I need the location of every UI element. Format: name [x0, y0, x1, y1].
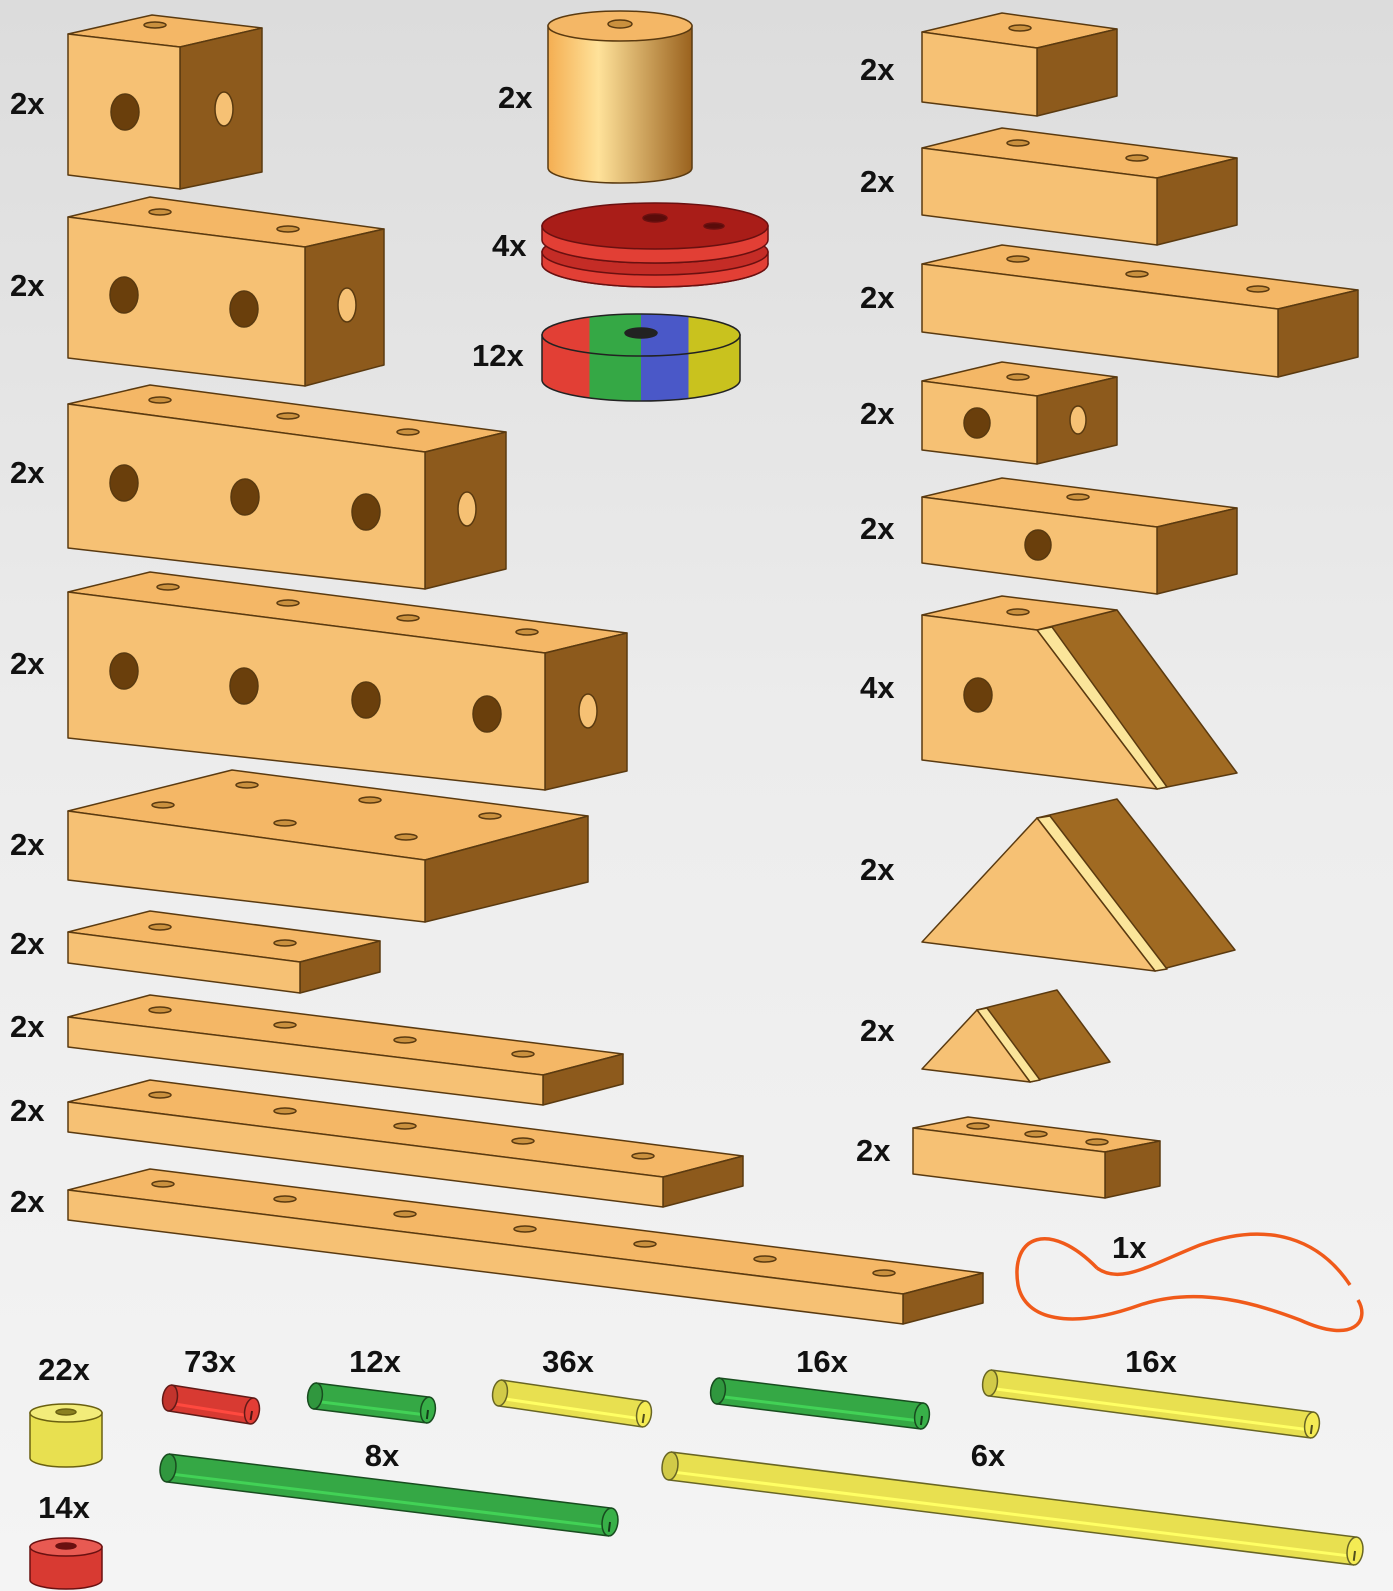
- qty-label-large-prism: 2x: [860, 854, 894, 885]
- qty-label-yellow-peg: 36x: [542, 1346, 594, 1377]
- qty-label-flat-block-front: 2x: [860, 513, 894, 544]
- qty-label-ramp-wedge: 4x: [860, 672, 894, 703]
- yellow-spacer: [30, 1404, 102, 1467]
- wide-plate-6-holes: [68, 770, 588, 922]
- long-slat-7-holes: [68, 1169, 983, 1324]
- qty-label-flat-block: 2x: [860, 166, 894, 197]
- qty-label-red-spacer: 14x: [38, 1492, 90, 1523]
- long-flat-block-3-holes: [922, 245, 1358, 377]
- qty-label-block-2-holes: 2x: [10, 270, 44, 301]
- flat-block-front-hole: [922, 478, 1237, 594]
- colored-ring: [542, 314, 740, 401]
- qty-label-small-block-side: 2x: [860, 398, 894, 429]
- qty-label-block-3-holes: 2x: [10, 457, 44, 488]
- qty-label-slat-5-holes: 2x: [10, 1095, 44, 1126]
- ramp-wedge: [922, 596, 1237, 789]
- qty-label-small-prism: 2x: [860, 1015, 894, 1046]
- peg-rods: [159, 1369, 1365, 1566]
- qty-label-long-slat: 2x: [10, 1186, 44, 1217]
- qty-label-small-block-3-holes: 2x: [856, 1135, 890, 1166]
- green-medium-peg: [709, 1377, 931, 1430]
- qty-label-cylinder: 2x: [498, 82, 532, 113]
- yellow-peg: [491, 1379, 653, 1428]
- qty-label-yellow-very-long-rod: 6x: [971, 1440, 1005, 1471]
- small-prism: [922, 990, 1110, 1082]
- qty-label-green-long-rod: 8x: [365, 1440, 399, 1471]
- qty-label-colored-ring: 12x: [472, 340, 524, 371]
- qty-label-slat-4-holes: 2x: [10, 1011, 44, 1042]
- block-3-holes: [68, 385, 506, 589]
- small-block-1-hole: [922, 13, 1117, 116]
- green-short-peg: [306, 1382, 437, 1424]
- small-block-3-holes: [913, 1117, 1160, 1198]
- qty-label-green-medium-peg: 16x: [796, 1346, 848, 1377]
- qty-label-yellow-long-peg: 16x: [1125, 1346, 1177, 1377]
- red-spacer: [30, 1538, 102, 1589]
- yellow-long-peg: [981, 1369, 1321, 1439]
- red-short-peg: [161, 1384, 261, 1425]
- cube-block-1-hole: [68, 15, 262, 189]
- orange-string: [1017, 1234, 1362, 1330]
- qty-label-wide-plate: 2x: [10, 829, 44, 860]
- yellow-very-long-rod: [660, 1451, 1364, 1566]
- large-prism: [922, 799, 1235, 971]
- short-slat-2-holes: [68, 911, 380, 993]
- qty-label-red-pulley: 4x: [492, 230, 526, 261]
- qty-label-block-4-holes: 2x: [10, 648, 44, 679]
- block-4-holes: [68, 572, 627, 790]
- red-pulley-disc: [542, 203, 768, 287]
- qty-label-long-flat-block: 2x: [860, 282, 894, 313]
- flat-block-2-holes: [922, 128, 1237, 245]
- qty-label-short-slat: 2x: [10, 928, 44, 959]
- block-2-holes: [68, 197, 384, 386]
- qty-label-string: 1x: [1112, 1232, 1146, 1263]
- qty-label-green-short-peg: 12x: [349, 1346, 401, 1377]
- qty-label-cube-block: 2x: [10, 88, 44, 119]
- cylinder-wheel: [548, 11, 692, 183]
- qty-label-yellow-spacer: 22x: [38, 1354, 90, 1385]
- qty-label-small-block: 2x: [860, 54, 894, 85]
- small-block-side-holes: [922, 362, 1117, 464]
- qty-label-red-short-peg: 73x: [184, 1346, 236, 1377]
